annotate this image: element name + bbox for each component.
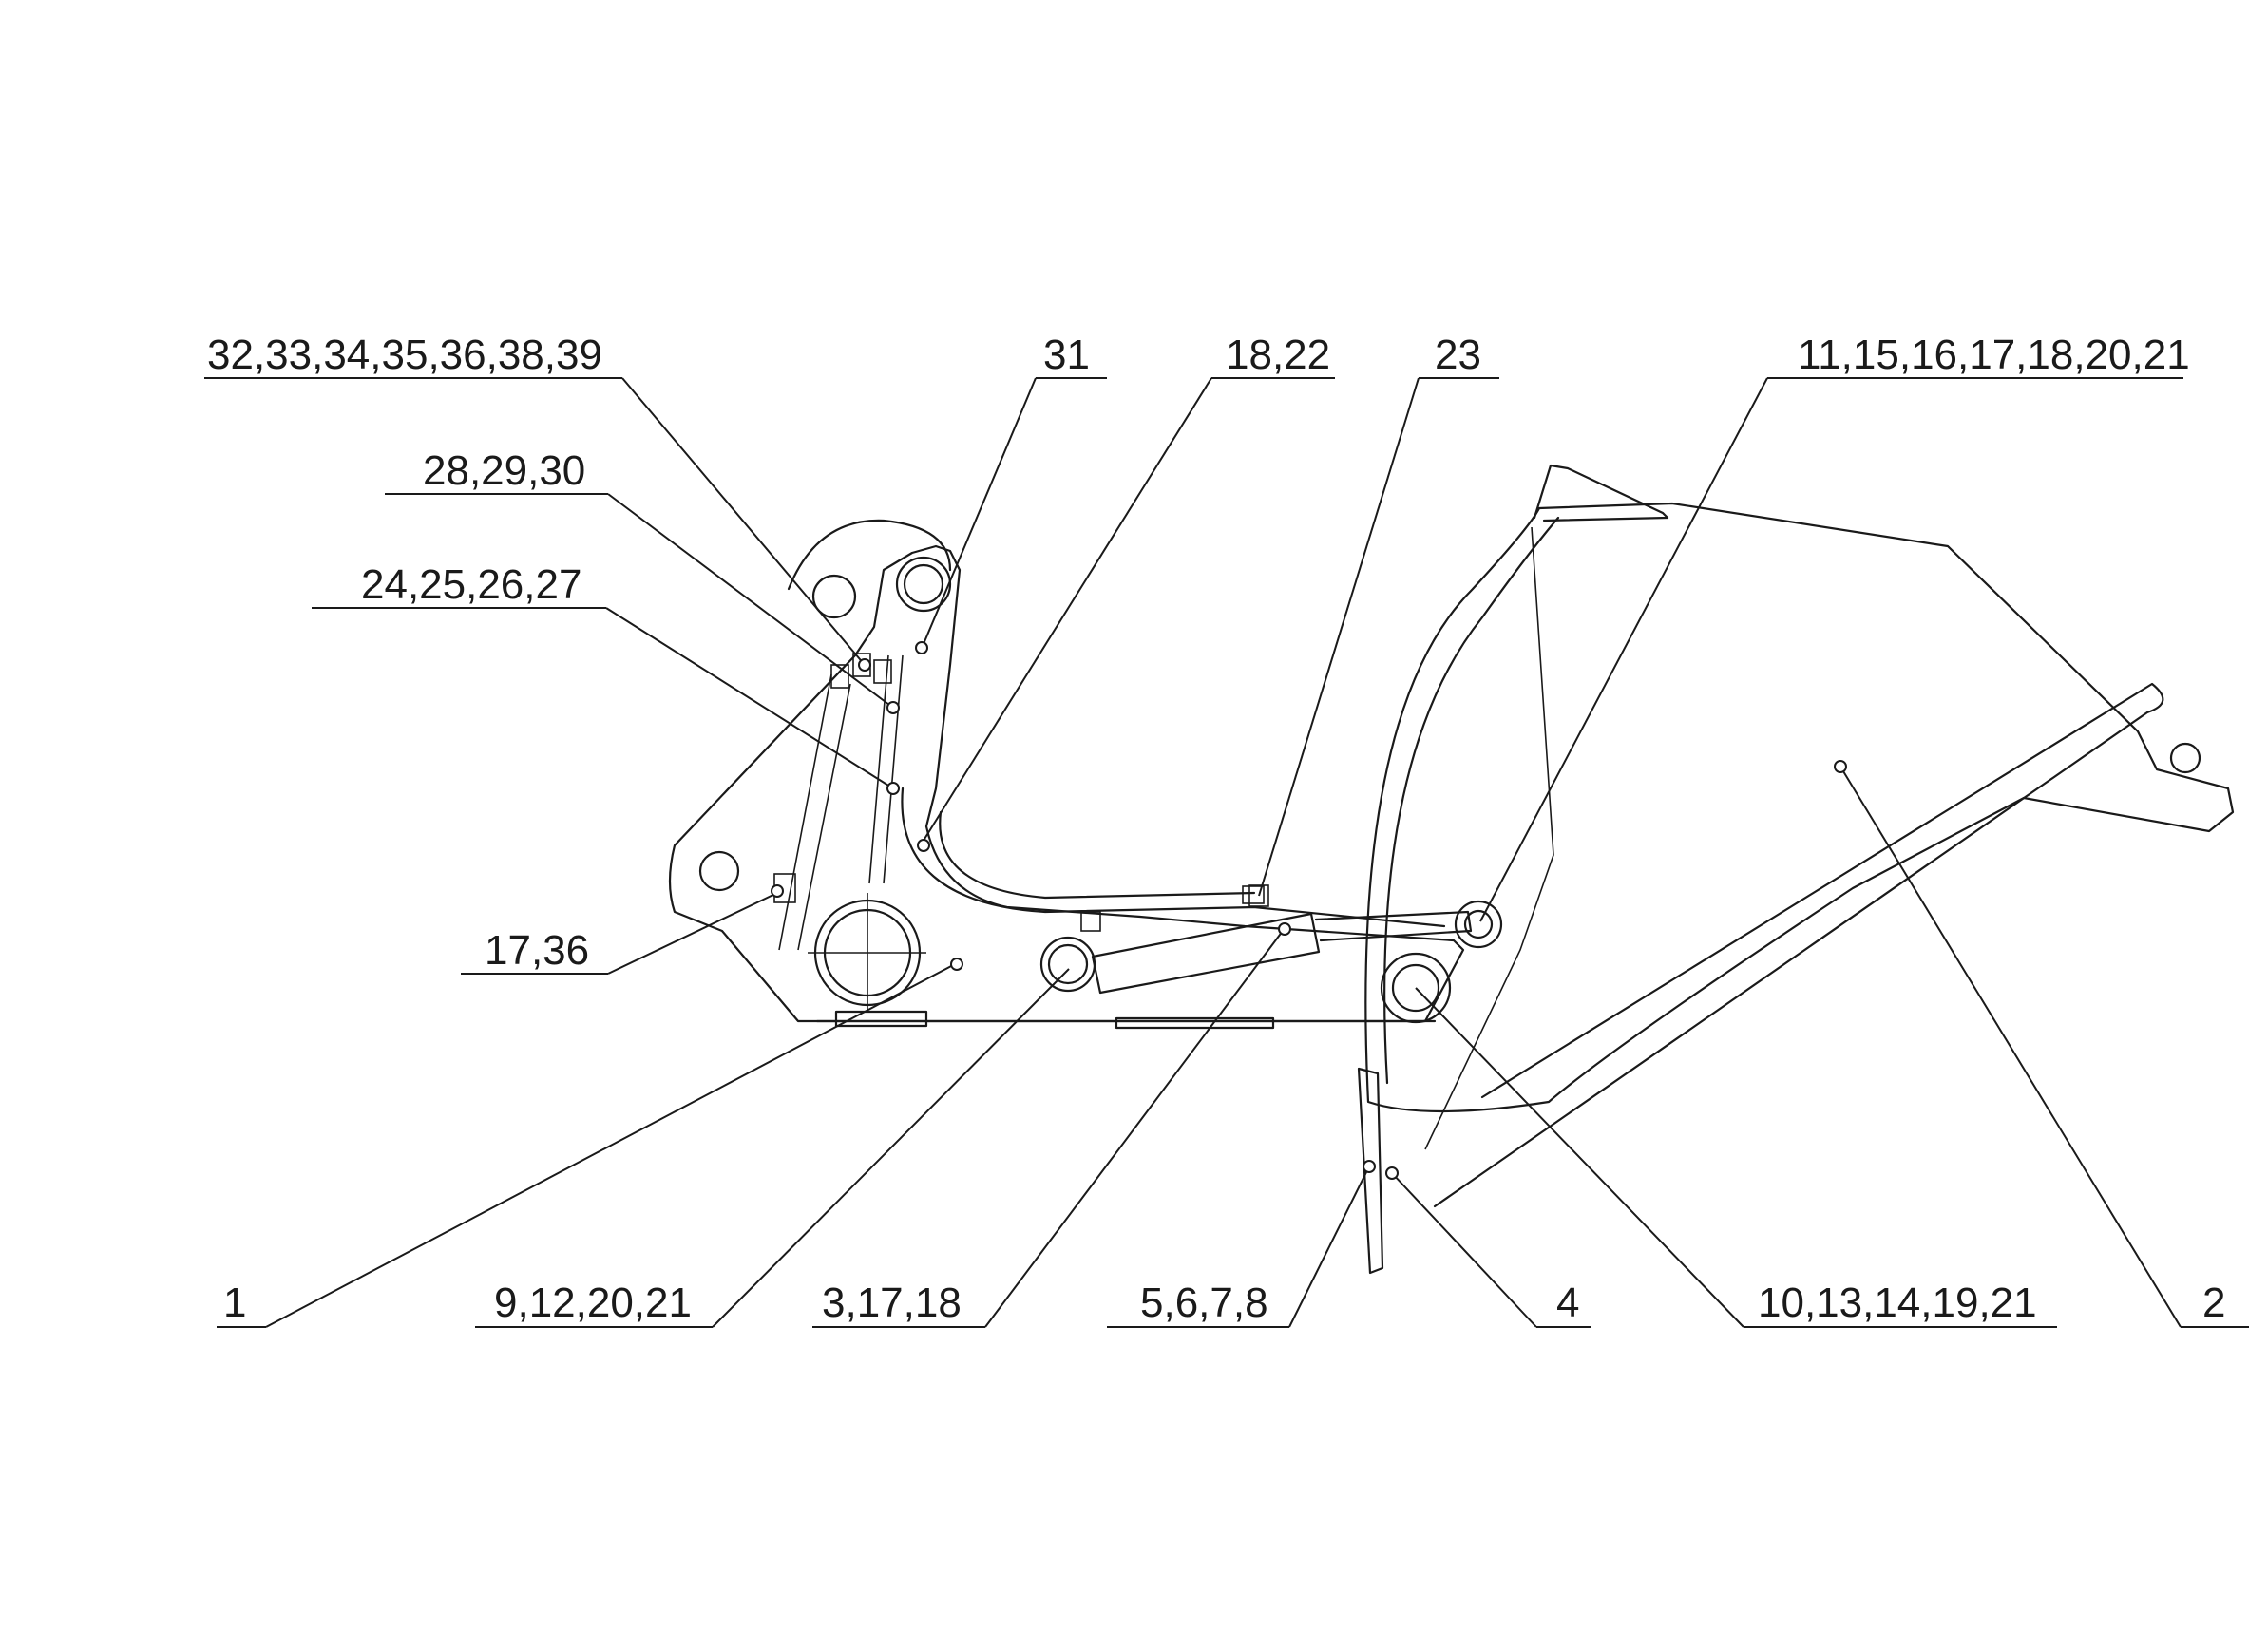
callout-label-28: 28,29,30: [423, 447, 585, 494]
ref-dot-2: [1834, 760, 1847, 773]
leader-28: [607, 493, 894, 709]
ref-dot-1: [950, 958, 963, 971]
callout-label-5: 5,6,7,8: [1140, 1280, 1268, 1326]
callout-label-23: 23: [1435, 332, 1481, 378]
leader-11: [1479, 377, 1768, 922]
rod-end-pivot-outer: [1454, 900, 1503, 949]
hydraulic-hose: [901, 787, 1446, 928]
leader-1: [265, 963, 956, 1328]
link-pin: [1047, 943, 1089, 985]
leader-32: [621, 377, 866, 666]
leader-10: [1415, 987, 1744, 1328]
rod-end-pivot: [1463, 909, 1494, 939]
top-pin-hole: [903, 563, 944, 605]
mechanism-outline: [668, 464, 2235, 1275]
ref-dot-28: [886, 701, 900, 714]
leader-1822: [921, 377, 1212, 844]
callout-label-11: 11,15,16,17,18,20,21: [1798, 332, 2190, 378]
callout-label-2: 2: [2202, 1280, 2225, 1326]
ref-dot-5: [1363, 1160, 1376, 1173]
ref-dot-3: [1278, 922, 1291, 936]
callout-label-32: 32,33,34,35,36,38,39: [207, 332, 602, 378]
callout-shelves: [204, 377, 2249, 1328]
callout-label-17-36: 17,36: [485, 927, 589, 974]
callout-label-1: 1: [223, 1280, 246, 1326]
callout-label-31: 31: [1043, 332, 1090, 378]
bucket-ear-hole: [2169, 742, 2201, 774]
bucket-bail: [1533, 464, 1669, 522]
callout-labels: 32,33,34,35,36,38,39 31 18,22 23 11,15,1…: [207, 332, 2225, 1326]
inner-strut-right: [868, 654, 904, 884]
leader-lines: [265, 377, 2182, 1328]
cylinder-fitting: [1248, 884, 1269, 907]
ref-dot-32: [858, 658, 871, 672]
top-pin-hole-outer: [895, 556, 952, 613]
reference-dots: [771, 641, 1847, 1180]
leader-3: [984, 930, 1284, 1328]
callout-label-9: 9,12,20,21: [494, 1280, 692, 1326]
leader-31: [923, 377, 1037, 645]
bucket-back-line: [1424, 526, 1554, 1150]
cylinder-body: [1091, 912, 1321, 995]
leader-1736: [607, 892, 778, 975]
leader-4: [1391, 1172, 1537, 1328]
main-pivot: [1391, 963, 1440, 1013]
ref-dot-31: [915, 641, 928, 654]
cutting-plate: [1357, 1067, 1384, 1275]
cylinder-rod: [1314, 910, 1473, 942]
inner-strut-left: [778, 673, 851, 951]
ref-dot-1822: [917, 839, 930, 852]
lower-foot-2: [1115, 1016, 1275, 1030]
leader-23: [1258, 377, 1420, 897]
upper-left-pin: [811, 574, 857, 619]
callout-label-10: 10,13,14,19,21: [1758, 1280, 2037, 1326]
bucket-shell: [1364, 502, 2235, 1113]
hydraulic-hose-2: [939, 810, 1256, 900]
leader-24: [605, 607, 894, 789]
bucket-arm: [1433, 682, 2164, 1208]
callout-label-24: 24,25,26,27: [361, 561, 581, 608]
bucket-inner-curve: [1383, 516, 1560, 1085]
callout-label-3: 3,17,18: [822, 1280, 962, 1326]
callout-label-4: 4: [1556, 1280, 1579, 1326]
leader-2: [1839, 766, 2182, 1328]
main-pivot-outer: [1380, 952, 1452, 1024]
ref-dot-24: [886, 782, 900, 795]
leader-9: [712, 968, 1070, 1328]
upper-lug: [787, 519, 952, 591]
left-mount-hole: [698, 850, 740, 892]
callout-label-18-22: 18,22: [1226, 332, 1330, 378]
ref-dot-4: [1385, 1166, 1399, 1180]
leader-5: [1288, 1167, 1369, 1328]
ref-dot-1736: [771, 884, 784, 898]
